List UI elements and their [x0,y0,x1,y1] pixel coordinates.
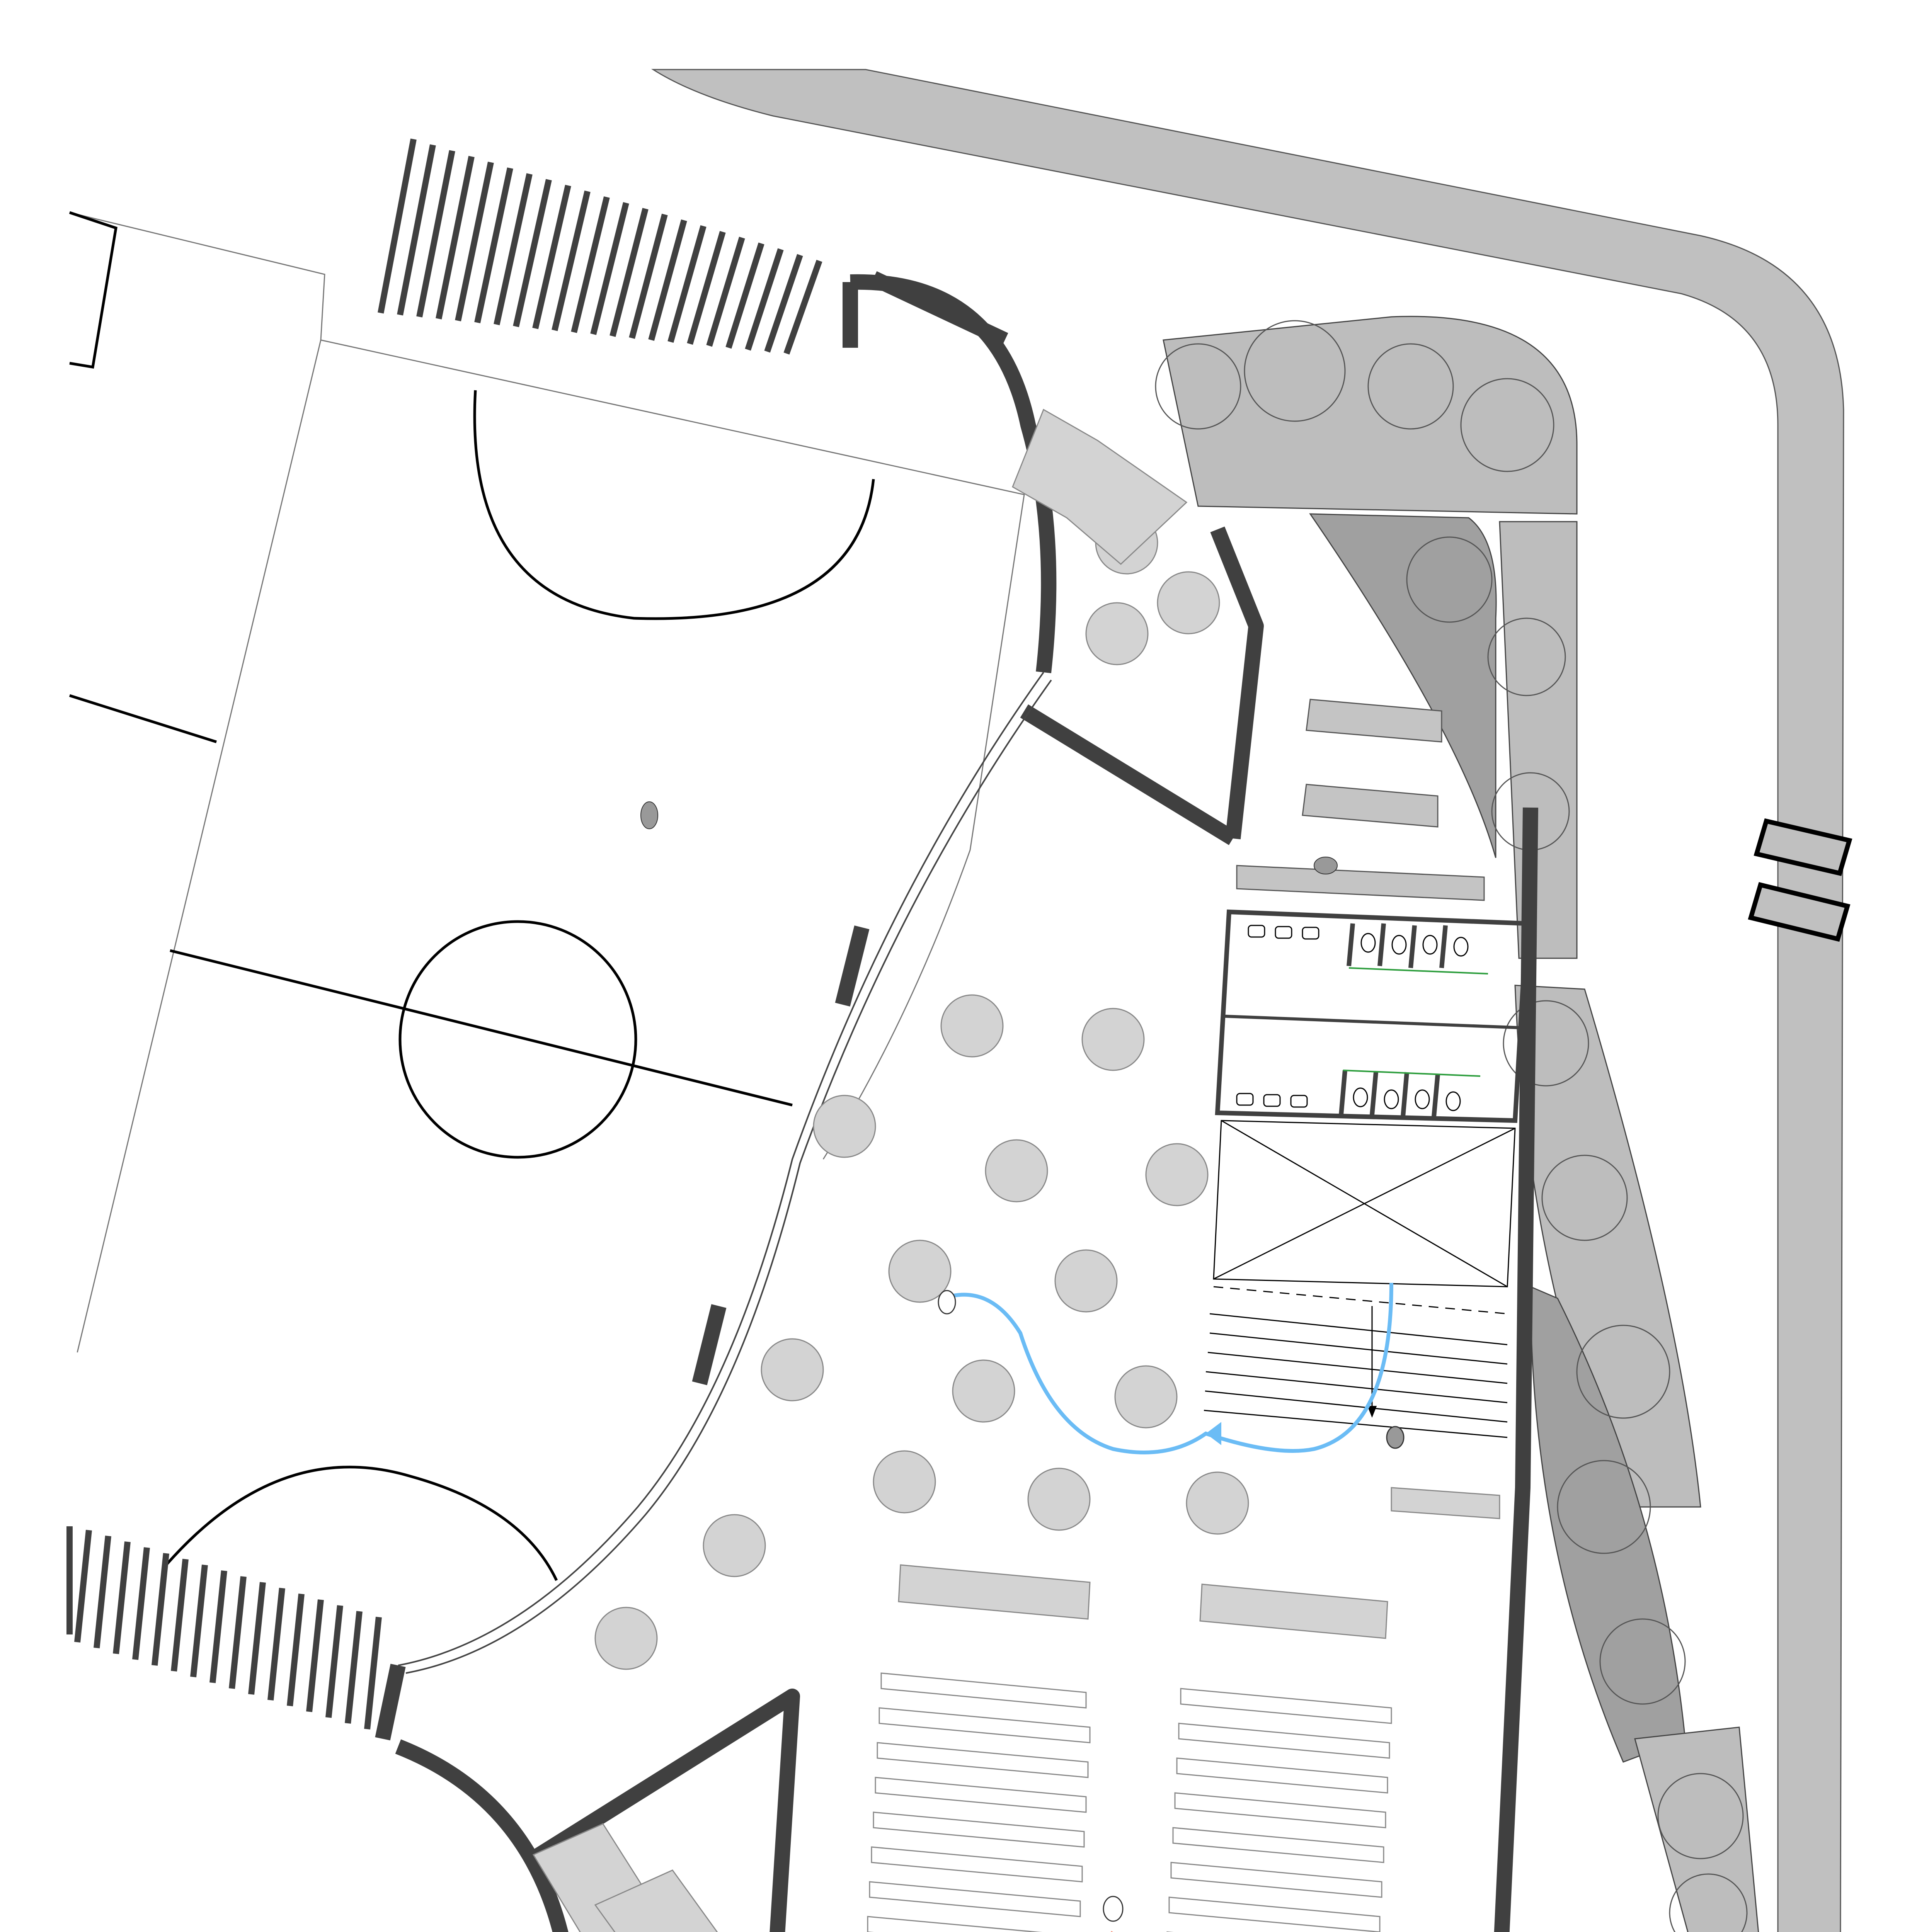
buffet-tables [898,1487,1500,1639]
bleachers-south [66,1526,382,1730]
restrooms [1215,909,1529,1123]
auditorium-seating [867,1672,1392,1932]
blue-circulation-path [942,1282,1393,1454]
kitchen [1236,699,1485,901]
bleachers-north [378,138,822,355]
round-tables [594,511,1249,1670]
planters [1163,316,1759,1932]
building-walls [375,271,1538,1932]
wall-segments [692,925,870,1385]
floor-tiles-north [1012,408,1188,565]
blue-arrowhead-icon [1206,1422,1221,1445]
floor-tiles [532,1823,718,1932]
road-bench [1748,818,1852,942]
stair-void [1204,1120,1516,1438]
plant-icons [1155,320,1748,1932]
kitchen-worker [1314,857,1338,874]
road [651,69,1844,1932]
football-field [69,211,1025,1581]
person-icon [938,1290,1405,1922]
curtain-wall [398,672,1052,1674]
person-icon [640,801,658,829]
